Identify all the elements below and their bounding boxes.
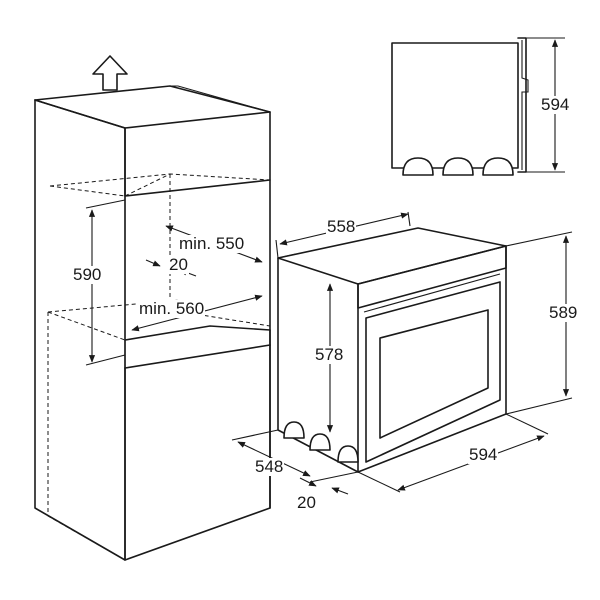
gap-depth-label: 20: [168, 255, 189, 274]
niche-width-min-label: min. 560: [138, 299, 206, 318]
oven-drawing: [277, 227, 507, 473]
oven-body-height-label: 578: [314, 345, 345, 364]
niche-height-label: 590: [72, 265, 103, 284]
oven-depth-top-label: 558: [326, 217, 357, 236]
oven-body-depth-label: 548: [254, 457, 285, 476]
oven-total-height-label: 589: [548, 303, 579, 322]
oven-front-width-label: 594: [468, 445, 499, 464]
oven-dimension-lines: [231, 211, 573, 495]
up-arrow-icon: [92, 55, 128, 91]
side-height-label: 594: [540, 95, 571, 114]
oven-side-view: [391, 37, 565, 176]
cabinet-dimension-lines: [85, 199, 263, 366]
front-offset-label: 20: [296, 493, 317, 512]
niche-depth-min-label: min. 550: [178, 234, 246, 253]
